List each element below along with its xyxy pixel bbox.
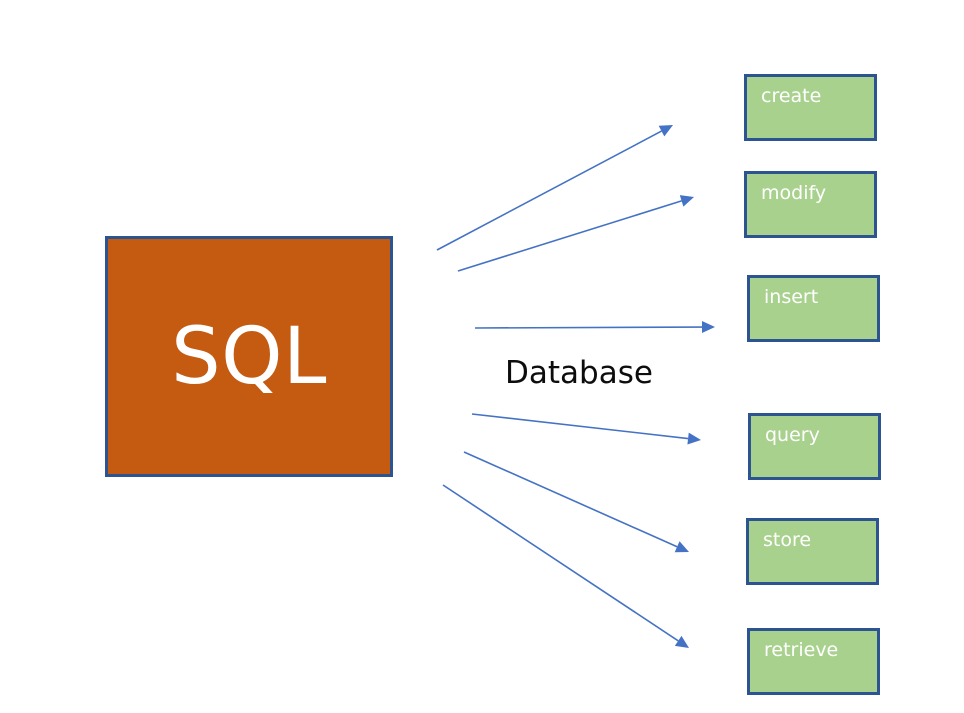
- arrow-to-create-line: [436, 130, 662, 251]
- database-label: Database: [505, 355, 653, 391]
- arrow-to-modify-line: [457, 200, 682, 272]
- arrow-to-insert-line: [474, 326, 703, 329]
- arrow-to-store-line: [463, 451, 678, 548]
- sql-node[interactable]: SQL: [105, 236, 393, 477]
- operation-label: modify: [761, 182, 827, 204]
- operation-label: retrieve: [764, 639, 839, 661]
- operation-node-insert[interactable]: insert: [747, 275, 880, 342]
- arrow-to-query-line: [471, 413, 689, 440]
- operation-node-store[interactable]: store: [746, 518, 879, 585]
- operation-node-retrieve[interactable]: retrieve: [747, 628, 880, 695]
- operation-node-query[interactable]: query: [748, 413, 881, 480]
- operation-node-create[interactable]: create: [744, 74, 877, 141]
- operation-label: query: [765, 424, 820, 446]
- arrow-to-retrieve-head: [674, 635, 689, 648]
- operation-label: insert: [764, 286, 819, 308]
- operation-label: store: [763, 529, 812, 551]
- arrow-to-store-head: [674, 541, 689, 553]
- arrow-to-create-head: [658, 125, 673, 137]
- sql-node-label: SQL: [171, 311, 327, 402]
- arrow-to-query-head: [687, 432, 701, 445]
- arrow-to-modify-head: [679, 195, 694, 207]
- arrow-to-retrieve-line: [442, 484, 679, 642]
- operation-node-modify[interactable]: modify: [744, 171, 877, 238]
- arrow-to-insert-head: [701, 321, 715, 334]
- operation-label: create: [761, 85, 822, 107]
